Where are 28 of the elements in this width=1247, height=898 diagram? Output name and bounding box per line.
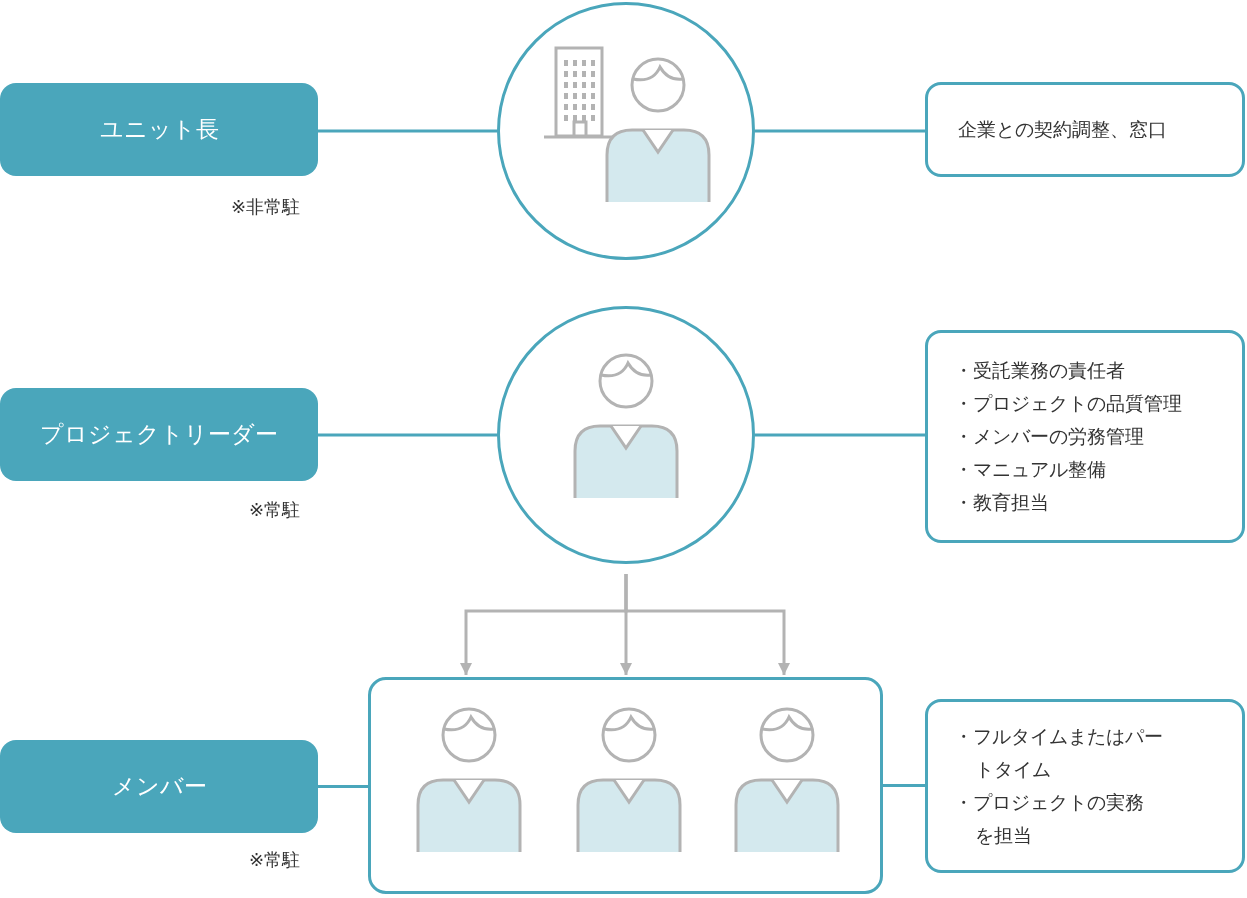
description-text: ・メンバーの労務管理: [954, 424, 1145, 449]
note-text: ※常駐: [248, 498, 300, 522]
role-box: [0, 83, 318, 176]
role-box: [0, 740, 318, 833]
connector-line: [883, 784, 925, 787]
description-text: ・フルタイムまたはパートタイム: [954, 724, 1164, 782]
description-text: ・マニュアル整備: [954, 457, 1107, 482]
connector-line: [318, 433, 497, 437]
connector-line: [318, 785, 368, 788]
description-text: ・プロジェクトの品質管理: [954, 391, 1183, 416]
role-title: メンバー: [111, 772, 207, 801]
note-text: ※常駐: [248, 848, 300, 872]
description-box: [925, 699, 1245, 873]
connector-line: [318, 129, 497, 133]
description-text: ・教育担当: [954, 490, 1050, 515]
connector-line: [755, 433, 925, 437]
description-text: 企業との契約調整、窓口: [958, 117, 1168, 142]
description-box: [925, 82, 1245, 177]
connector-line: [755, 129, 925, 133]
role-box: [0, 388, 318, 481]
note-text: ※非常駐: [230, 195, 300, 219]
role-title: ユニット長: [99, 115, 219, 144]
role-title: プロジェクトリーダー: [40, 420, 278, 449]
description-box: [925, 330, 1245, 543]
group-frame: [368, 677, 883, 894]
description-text: ・プロジェクトの実務を担当: [954, 790, 1145, 848]
arrow: [624, 574, 790, 675]
description-text: ・受託業務の責任者: [954, 358, 1126, 383]
